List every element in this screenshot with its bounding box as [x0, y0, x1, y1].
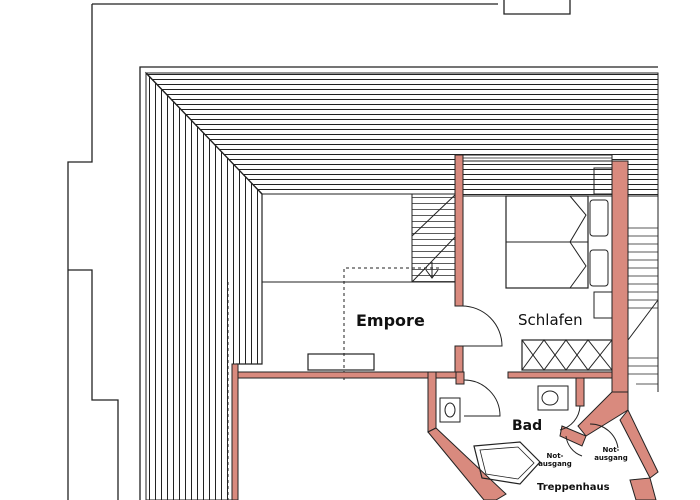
pillow: [589, 249, 609, 287]
shower-tray: [473, 441, 541, 485]
wall-schlafen-bottom: [507, 371, 613, 379]
nightstand: [593, 291, 613, 319]
room-label-treppenhaus: Treppenhaus: [537, 482, 610, 493]
wall-bad-right: [575, 377, 585, 407]
door-swing-schlafen: [461, 305, 503, 347]
wall-left-vertical: [231, 363, 239, 500]
room-label-bad: Bad: [512, 418, 543, 434]
wall-bad-diagonal: [427, 427, 507, 500]
staircase-right: [628, 227, 658, 309]
door-swing-bad-right: [559, 405, 581, 431]
door-swing-notausgang: [589, 423, 619, 449]
empore-floor-edge: [236, 194, 263, 365]
wall-schlafen-left-lower: [454, 345, 464, 373]
door-swing-bad: [463, 379, 501, 417]
staircase: [411, 193, 457, 283]
room-label-schlafen: Schlafen: [518, 311, 583, 329]
wardrobe: [521, 339, 613, 371]
toilet: [537, 385, 569, 411]
room-label-empore: Empore: [356, 311, 425, 330]
exit-label-left: Not-ausgang: [538, 452, 572, 468]
wall-bad-left: [427, 371, 437, 433]
stair-arrow: [425, 262, 439, 279]
wall-empore-bottom: [235, 371, 457, 379]
outer-building-outline: [67, 4, 93, 500]
roof-hip-line: [145, 72, 263, 195]
washbasin: [439, 397, 461, 423]
wall-schlafen-left: [454, 154, 464, 307]
left-wall-steps: [68, 269, 119, 500]
door-swing-notausgang-2: [565, 435, 583, 457]
wall-schlafen-right: [611, 160, 629, 393]
top-notch: [503, 0, 571, 15]
wall-stair-right: [619, 409, 659, 479]
wall-stair-diagonal: [577, 391, 629, 437]
dashed-line: [343, 267, 440, 380]
wall-bottom-right: [629, 477, 657, 500]
wall-notausgang: [559, 425, 587, 447]
exit-label-right: Not-ausgang: [594, 446, 628, 462]
pillow: [589, 199, 609, 237]
cabinet-rect: [307, 353, 375, 371]
inner-frame-line: [139, 66, 658, 500]
wall-bad-mid: [455, 371, 465, 385]
